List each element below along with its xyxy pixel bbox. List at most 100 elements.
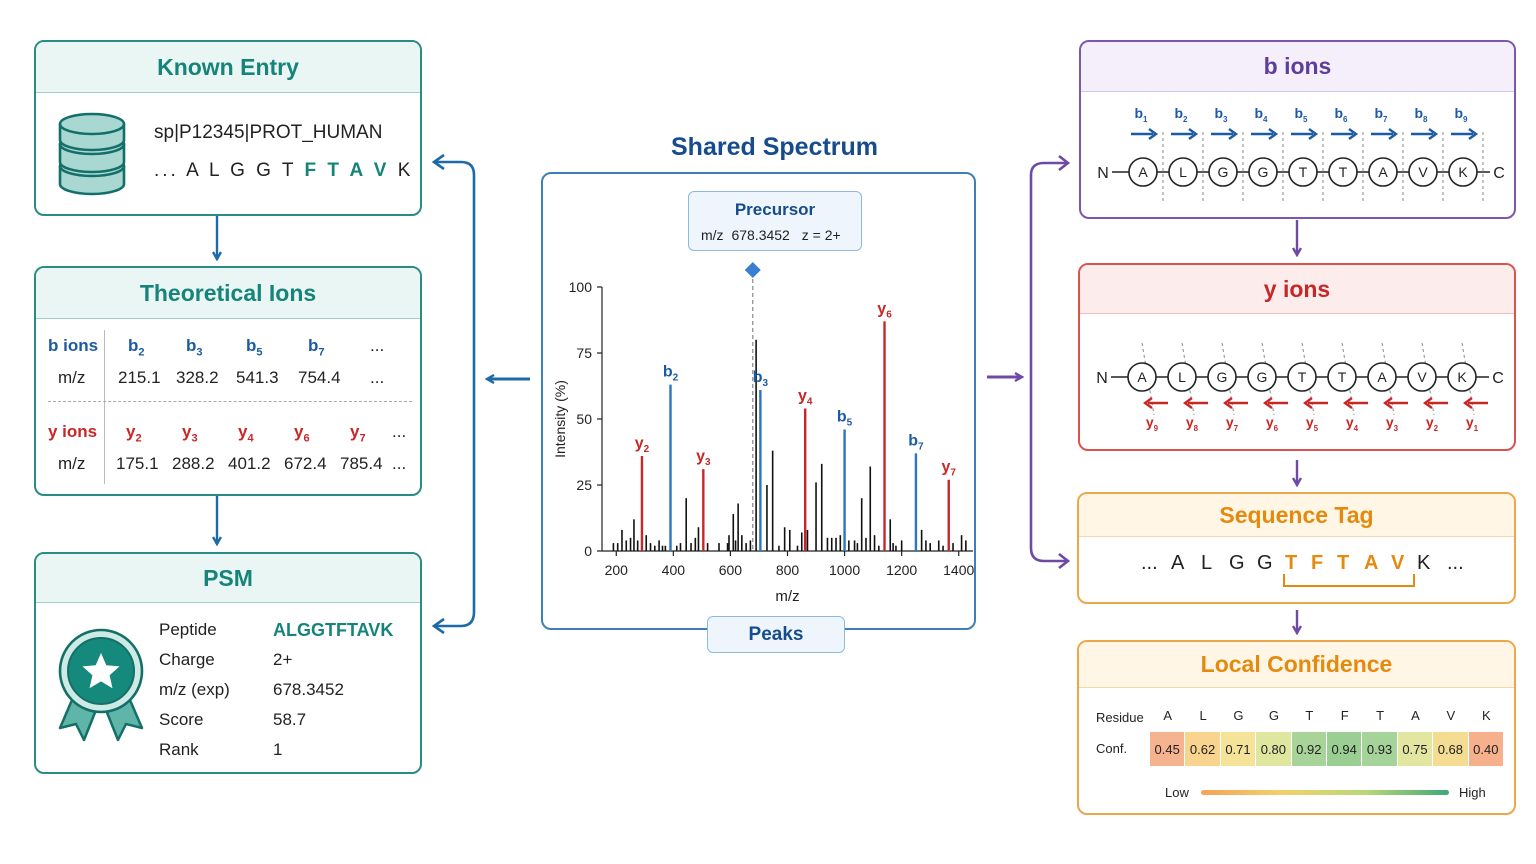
known-entry-title: Known Entry (36, 42, 420, 93)
b-ion-arrowhead (1148, 128, 1159, 140)
b-ion-label: b6 (1334, 105, 1348, 124)
ion-base: y (126, 422, 136, 441)
ion-base: b (308, 336, 319, 355)
plain-residue: L (1201, 552, 1213, 574)
bracket-left (436, 160, 476, 628)
n-terminus: N (1097, 165, 1109, 182)
plain-residue: G (1229, 552, 1245, 574)
psm-row-value: 1 (273, 740, 283, 759)
b-ion-arrowhead (1228, 128, 1239, 140)
y-ion-label: y8 (1186, 414, 1199, 433)
confidence-cell: 0.75 (1397, 732, 1434, 766)
b-ion-mz: 541.3 (236, 368, 279, 387)
residue-circle (1328, 157, 1358, 187)
residue-letter: K (1457, 369, 1467, 385)
y-ion-arrowhead (1462, 397, 1473, 409)
ion-base: b (186, 336, 197, 355)
annotated-peak-label: y4 (798, 387, 813, 407)
residue-letter: T (1338, 369, 1347, 385)
precursor-box: Precursor m/z 678.3452 z = 2+ (688, 191, 862, 251)
b-ion-label: b7 (1374, 105, 1388, 124)
peaks-label: Peaks (748, 623, 804, 645)
y-ion-label: y5 (1306, 414, 1319, 433)
b-ion-arrowhead (1388, 128, 1399, 140)
residue-letter: V (1418, 164, 1428, 180)
b-mz-label: m/z (58, 368, 86, 387)
b-ion-arrowhead (1428, 128, 1439, 140)
ion-subscript: 7 (318, 346, 325, 359)
residue-letter: L (1179, 164, 1187, 180)
precursor-charge: z = 2+ (801, 227, 841, 243)
residue-circle (1168, 157, 1198, 187)
residue-letter: G (1258, 164, 1269, 180)
ion-base: b (246, 336, 257, 355)
b-ions-title: b ions (1081, 42, 1514, 92)
confidence-residue: T (1376, 708, 1385, 723)
y-ion-header: y7 (350, 422, 366, 444)
confidence-residue: A (1411, 708, 1420, 723)
residue-letter: L (1178, 369, 1186, 385)
seq-highlight: F T A V (304, 160, 390, 181)
conf-row-label: Conf. (1096, 741, 1128, 756)
annotated-peak-label: y6 (877, 300, 892, 320)
annotated-peak-label: b5 (837, 409, 853, 429)
confidence-cell: 0.71 (1220, 732, 1257, 766)
protein-sequence: ... A L G G T F T A V K ... (154, 160, 420, 182)
confidence-cell: 0.40 (1468, 732, 1504, 766)
confidence-cell: 0.68 (1433, 732, 1469, 766)
b-mz-ellipsis: ... (370, 368, 385, 387)
psm-row-value: 678.3452 (273, 680, 344, 699)
theoretical-ions-title: Theoretical Ions (36, 268, 420, 319)
confidence-cell: 0.45 (1150, 732, 1186, 766)
residue-circle (1288, 157, 1318, 187)
confidence-residue: A (1163, 708, 1173, 723)
y-ion-arrowhead (1142, 397, 1153, 409)
y-tick-label: 25 (576, 477, 592, 493)
psm-row-label: Score (159, 710, 204, 729)
known-entry-panel: Known Entry sp|P12345|PROT_HUMAN ... A L… (34, 40, 422, 216)
b-ion-label: b4 (1254, 105, 1268, 124)
y-ion-header: y6 (294, 422, 310, 444)
seq-suffix: K ... (397, 160, 420, 181)
y-ion-label: y7 (1226, 414, 1239, 433)
plain-residue: A (1171, 552, 1185, 574)
residue-letter: A (1137, 369, 1147, 385)
y-ions-label: y ions (48, 422, 98, 441)
y-ion-arrowhead (1262, 397, 1273, 409)
b-ion-label: b2 (1174, 105, 1188, 124)
psm-row-value: ALGGTFTAVK (273, 620, 394, 640)
annotated-peak-label: y3 (696, 448, 711, 468)
residue-circle (1367, 362, 1397, 392)
psm-title: PSM (36, 554, 420, 603)
ion-subscript: 7 (359, 432, 366, 445)
psm-row-value: 2+ (273, 650, 293, 669)
b-ion-label: b3 (1214, 105, 1228, 124)
residue-circle (1447, 362, 1477, 392)
y-ion-header: y3 (182, 422, 198, 444)
residue-circle (1167, 362, 1197, 392)
x-tick-label: 1000 (829, 562, 860, 578)
residue-circle (1368, 157, 1398, 187)
residue-letter: T (1298, 369, 1307, 385)
residue-letter: G (1218, 164, 1229, 180)
residue-circle (1247, 362, 1277, 392)
c-terminus: C (1492, 370, 1504, 387)
y-ion-label: y3 (1386, 414, 1399, 433)
precursor-values: m/z 678.3452 z = 2+ (701, 227, 841, 243)
confidence-residue: L (1199, 708, 1207, 723)
b-ion-label: b5 (1294, 105, 1308, 124)
ion-subscript: 4 (247, 432, 254, 445)
confidence-gradient-bar (1201, 790, 1449, 795)
ion-subscript: 3 (196, 346, 203, 359)
bracket-right (1029, 161, 1066, 563)
y-ion-arrowhead (1302, 397, 1313, 409)
b-ion-arrowhead (1268, 128, 1279, 140)
tag-ellipsis: ... (1447, 552, 1464, 574)
